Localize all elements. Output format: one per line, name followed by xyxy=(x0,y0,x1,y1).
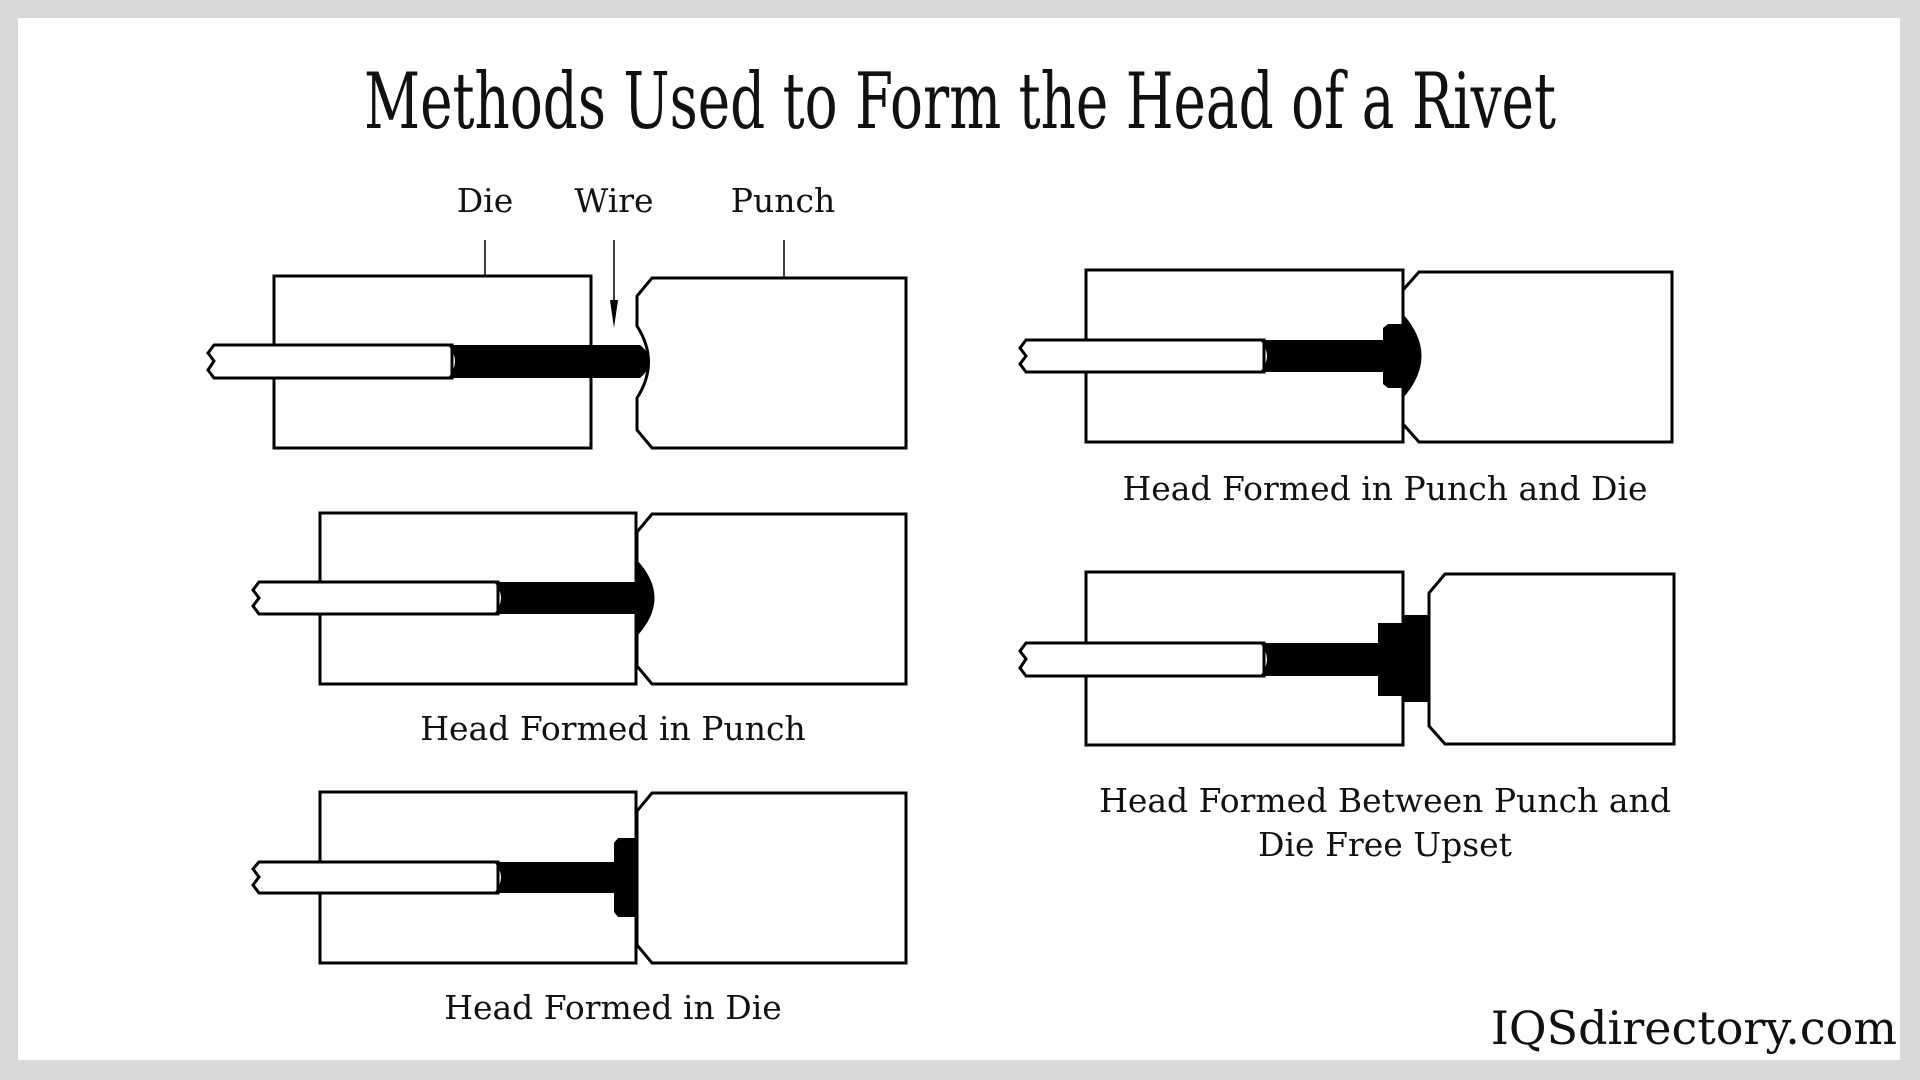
wire-stock xyxy=(1018,338,1266,374)
figure-head-in-punch: Head Formed in Punch xyxy=(251,511,908,748)
caption-head-in-die: Head Formed in Die xyxy=(444,988,782,1027)
rivet-head-shape xyxy=(494,838,636,917)
wire-stock xyxy=(1018,641,1266,678)
caption-head-between-line1: Head Formed Between Punch and xyxy=(1099,781,1671,820)
wire-stock xyxy=(251,580,500,616)
page-title: Methods Used to Form the Head of a Rivet xyxy=(364,57,1556,147)
rivet-head-shape xyxy=(1260,615,1429,702)
figure-head-in-die: Head Formed in Die xyxy=(251,790,908,1027)
caption-head-in-punch-and-die: Head Formed in Punch and Die xyxy=(1122,469,1647,508)
rivet-head-shape xyxy=(1260,314,1422,398)
caption-head-between-line2: Die Free Upset xyxy=(1258,825,1512,864)
punch-block xyxy=(635,512,908,686)
wire-heated-section xyxy=(448,345,650,378)
wire-stock xyxy=(206,343,454,380)
punch-block xyxy=(635,791,908,965)
brand-watermark: IQSdirectory.com xyxy=(1491,1001,1897,1055)
wire-stock xyxy=(251,860,500,895)
punch-block xyxy=(1427,572,1676,746)
label-die: Die xyxy=(457,181,514,220)
punch-block xyxy=(1401,270,1674,444)
punch-block xyxy=(635,276,908,450)
figure-setup: Die Wire Punch xyxy=(206,181,908,450)
arrow-wire-icon xyxy=(610,240,618,328)
figure-head-in-punch-and-die: Head Formed in Punch and Die xyxy=(1018,268,1674,508)
label-wire: Wire xyxy=(574,181,653,220)
caption-head-in-punch: Head Formed in Punch xyxy=(420,709,806,748)
rivet-head-shape xyxy=(494,560,655,636)
white-panel xyxy=(18,18,1900,1060)
figure-head-between-punch-and-die: Head Formed Between Punch and Die Free U… xyxy=(1018,570,1676,864)
label-punch: Punch xyxy=(731,181,835,220)
